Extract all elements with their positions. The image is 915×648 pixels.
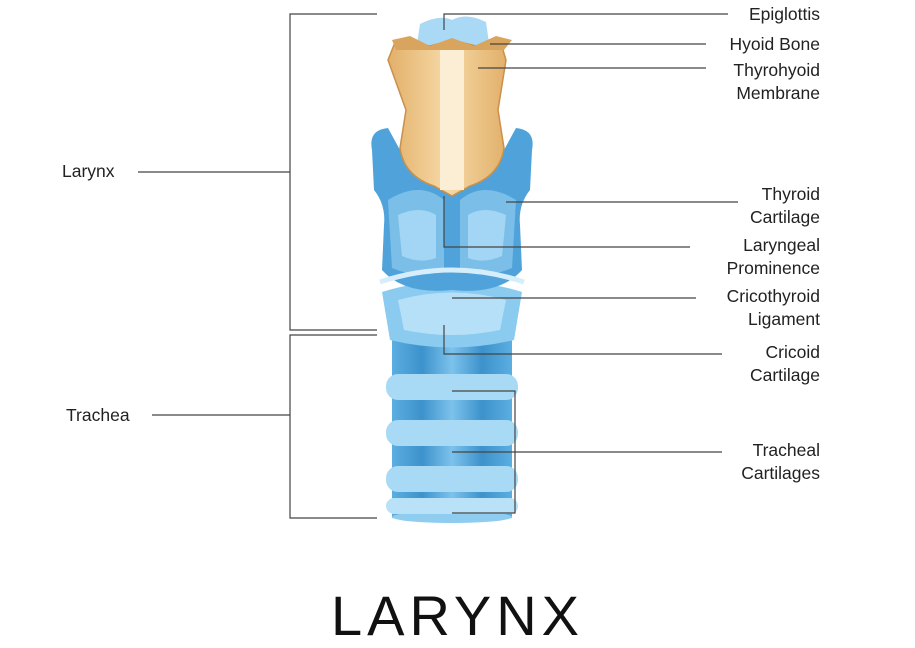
epiglottis-shape bbox=[416, 16, 490, 51]
label-laryngeal-prominence: Laryngeal Prominence bbox=[727, 234, 820, 280]
label-larynx: Larynx bbox=[62, 161, 115, 181]
label-cricothyroid-ligament: Cricothyroid Ligament bbox=[727, 285, 820, 331]
label-line: Laryngeal bbox=[743, 235, 820, 255]
label-thyrohyoid-membrane: Thyrohyoid Membrane bbox=[733, 59, 820, 105]
label-thyroid-cartilage: Thyroid Cartilage bbox=[750, 183, 820, 229]
label-line: Ligament bbox=[748, 309, 820, 329]
larynx-bracket bbox=[138, 13, 377, 331]
trachea-bracket bbox=[152, 334, 377, 519]
cricoid-cartilage-shape bbox=[382, 281, 522, 348]
label-line: Cartilage bbox=[749, 207, 820, 227]
label-line: Cricothyroid bbox=[726, 286, 820, 306]
leader-lines bbox=[443, 13, 738, 514]
label-trachea: Trachea bbox=[66, 405, 130, 425]
label-line: Prominence bbox=[726, 258, 820, 278]
page-title: LARYNX bbox=[330, 584, 585, 647]
label-line: Thyroid bbox=[761, 184, 820, 204]
label-hyoid-bone: Hyoid Bone bbox=[729, 34, 820, 54]
label-line: Cricoid bbox=[765, 342, 820, 362]
label-line: Thyrohyoid bbox=[733, 60, 820, 80]
label-line: Tracheal bbox=[752, 440, 820, 460]
thyrohyoid-membrane-shape bbox=[387, 36, 512, 197]
label-line: Cartilage bbox=[749, 365, 820, 385]
label-cricoid-cartilage: Cricoid Cartilage bbox=[750, 341, 820, 387]
tracheal-cartilage-rings bbox=[386, 374, 518, 514]
label-tracheal-cartilages: Tracheal Cartilages bbox=[741, 439, 820, 485]
label-epiglottis: Epiglottis bbox=[748, 4, 820, 24]
label-line: Membrane bbox=[736, 83, 820, 103]
label-line: Cartilages bbox=[741, 463, 820, 483]
